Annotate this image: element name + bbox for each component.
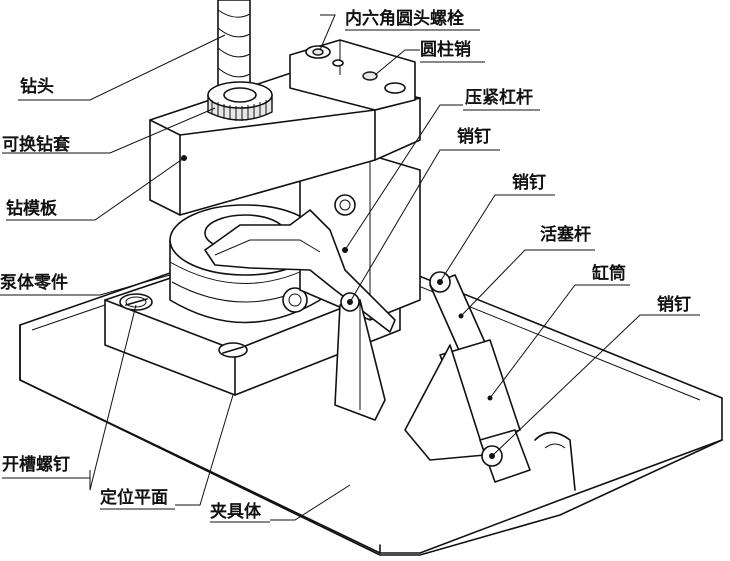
label-pin-2: 销钉 (512, 172, 546, 193)
label-drill-bit: 钻头 (20, 76, 54, 97)
label-drill-plate: 钻模板 (6, 198, 58, 219)
cylindrical-pin (332, 59, 378, 81)
label-piston-rod: 活塞杆 (540, 224, 591, 245)
label-locating-plane: 定位平面 (100, 487, 168, 508)
label-cylindrical-pin: 圆柱销 (420, 39, 471, 60)
label-clamping-lever: 压紧杠杆 (465, 87, 533, 108)
label-cylinder: 缸筒 (592, 263, 626, 284)
leader-lines (60, 14, 655, 521)
label-pin-3: 销钉 (657, 294, 691, 315)
socket-head-bolt (305, 45, 331, 59)
label-pump-body-part: 泵体零件 (0, 272, 68, 293)
base-slot (534, 431, 576, 491)
pin-hole (384, 82, 406, 94)
label-socket-head-bolt: 内六角圆头螺栓 (345, 8, 464, 29)
label-fixture-body: 夹具体 (210, 501, 262, 522)
slotted-screw (119, 293, 248, 358)
label-underlines (0, 29, 700, 523)
label-pin-1: 销钉 (457, 126, 491, 147)
replaceable-bushing (207, 81, 273, 121)
label-slotted-screw: 开槽螺钉 (2, 454, 70, 475)
drill-bit (217, 0, 251, 93)
label-replaceable-bushing: 可换钻套 (2, 134, 71, 155)
